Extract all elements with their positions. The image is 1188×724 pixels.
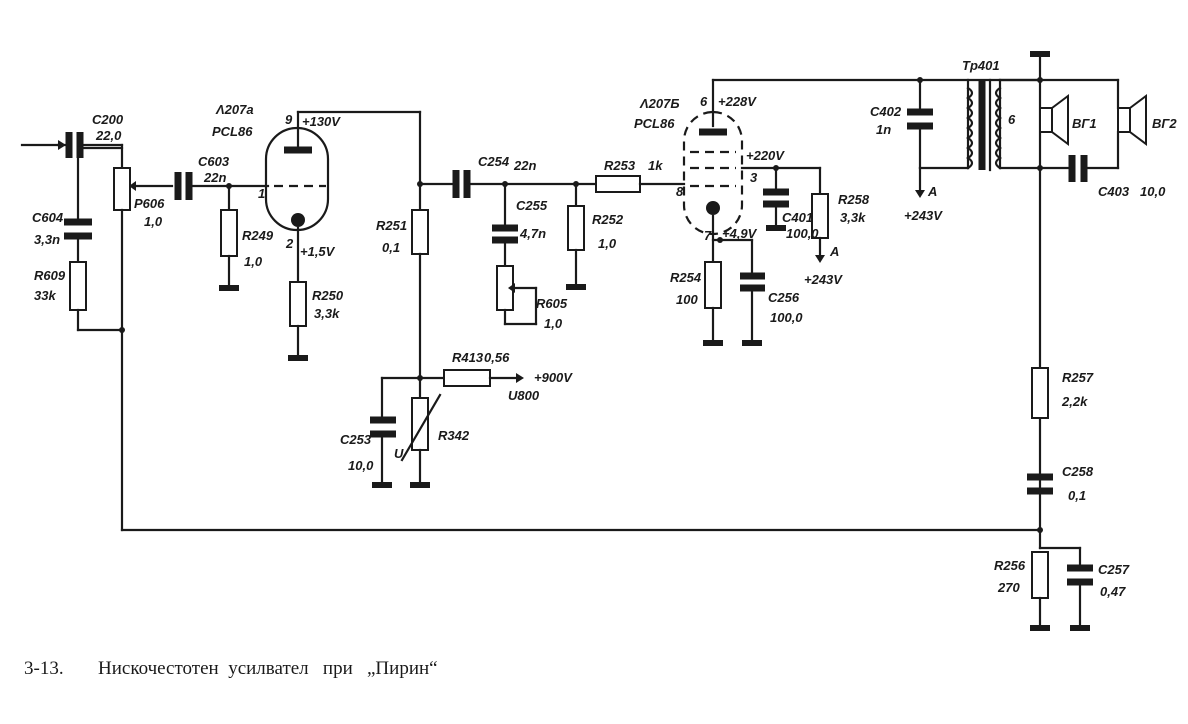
caption-text: Нискочестотен усилвател при „Пирин“: [98, 658, 438, 679]
label-pin2: 2: [285, 236, 294, 251]
label-c253-value: 10,0: [348, 458, 374, 473]
label-v15: +1,5V: [300, 244, 336, 259]
label-c258: C258: [1062, 464, 1094, 479]
label-pin7: 7: [704, 228, 712, 243]
label-r605-value: 1,0: [544, 316, 563, 331]
label-v900: +900V: [534, 370, 573, 385]
caption-number: 3-13.: [24, 658, 64, 679]
label-a2: A: [927, 184, 937, 199]
figure-caption: 3-13. Нискочестотен усилвател при „Пирин…: [0, 658, 438, 724]
label-u: U: [394, 446, 404, 461]
label-u800: U800: [508, 388, 540, 403]
label-p606-value: 1,0: [144, 214, 163, 229]
label-r258-value: 3,3k: [840, 210, 866, 225]
label-c603-value: 22n: [203, 170, 226, 185]
label-c403-value: 10,0: [1140, 184, 1166, 199]
label-c200: C200: [92, 112, 124, 127]
label-r342: R342: [438, 428, 470, 443]
label-c256: C256: [768, 290, 800, 305]
input-stage: [20, 132, 1042, 532]
label-r251-value: 0,1: [382, 240, 400, 255]
label-c257-value: 0,47: [1100, 584, 1126, 599]
label-pin8: 8: [676, 184, 684, 199]
label-r609-value: 33k: [34, 288, 56, 303]
label-p606: P606: [134, 196, 165, 211]
label-c603: C603: [198, 154, 230, 169]
label-r257: R257: [1062, 370, 1094, 385]
label-r252-value: 1,0: [598, 236, 617, 251]
label-r253-value: 1k: [648, 158, 663, 173]
bias-network: [370, 369, 524, 488]
label-r609: R609: [34, 268, 66, 283]
label-c258-value: 0,1: [1068, 488, 1086, 503]
label-c257: C257: [1098, 562, 1130, 577]
label-l207b: Λ207Б: [639, 96, 680, 111]
label-c200-value: 22,0: [95, 128, 122, 143]
label-pin6: 6: [700, 94, 708, 109]
label-r256: R256: [994, 558, 1026, 573]
label-pin1: 1: [258, 186, 265, 201]
label-v220: +220V: [746, 148, 785, 163]
label-c402-value: 1n: [876, 122, 891, 137]
label-bg1: BГ1: [1072, 116, 1097, 131]
label-v243b: +243V: [904, 208, 943, 223]
label-v228: +228V: [718, 94, 757, 109]
label-r257-value: 2,2k: [1061, 394, 1088, 409]
label-r256-value: 270: [997, 580, 1020, 595]
tube-l207a: [264, 110, 422, 361]
label-tr-pin6: 6: [1008, 112, 1016, 127]
label-bg2: BГ2: [1152, 116, 1177, 131]
label-r252: R252: [592, 212, 624, 227]
label-l207b-type: PCL86: [634, 116, 675, 131]
label-c254-value: 22n: [513, 158, 536, 173]
label-r258: R258: [838, 192, 870, 207]
label-pin3: 3: [750, 170, 758, 185]
label-r254-value: 100: [676, 292, 698, 307]
label-r413: R413: [452, 350, 484, 365]
component-labels: C200 22,0 C604 3,3n R609 33k P606 1,0 C6…: [32, 58, 1177, 599]
label-c402: C402: [870, 104, 902, 119]
output-stage: [907, 51, 1147, 550]
label-r253: R253: [604, 158, 636, 173]
label-r254: R254: [670, 270, 702, 285]
label-c255: C255: [516, 198, 548, 213]
label-r249-value: 1,0: [244, 254, 263, 269]
label-r250-value: 3,3k: [314, 306, 340, 321]
label-c401: C401: [782, 210, 813, 225]
label-pin9: 9: [285, 112, 293, 127]
label-r605: R605: [536, 296, 568, 311]
interstage-network: [411, 170, 686, 400]
label-c256-value: 100,0: [770, 310, 803, 325]
label-c253: C253: [340, 432, 372, 447]
label-c401-value: 100,0: [786, 226, 819, 241]
feedback-network: [1027, 367, 1093, 631]
label-v243a: +243V: [804, 272, 843, 287]
label-r413-value: 0,56: [484, 350, 510, 365]
label-c604-value: 3,3n: [34, 232, 60, 247]
label-c403: C403: [1098, 184, 1130, 199]
label-c604: C604: [32, 210, 64, 225]
label-a1: A: [829, 244, 839, 259]
label-tr401: Tp401: [962, 58, 1000, 73]
label-r249: R249: [242, 228, 274, 243]
label-r250: R250: [312, 288, 344, 303]
label-r251: R251: [376, 218, 407, 233]
tube-l207b: [682, 78, 1042, 346]
label-c254: C254: [478, 154, 510, 169]
label-l207a-type: PCL86: [212, 124, 253, 139]
label-c255-value: 4,7n: [519, 226, 546, 241]
label-l207a: Λ207a: [215, 102, 254, 117]
label-v130: +130V: [302, 114, 341, 129]
label-v49: +4,9V: [722, 226, 758, 241]
